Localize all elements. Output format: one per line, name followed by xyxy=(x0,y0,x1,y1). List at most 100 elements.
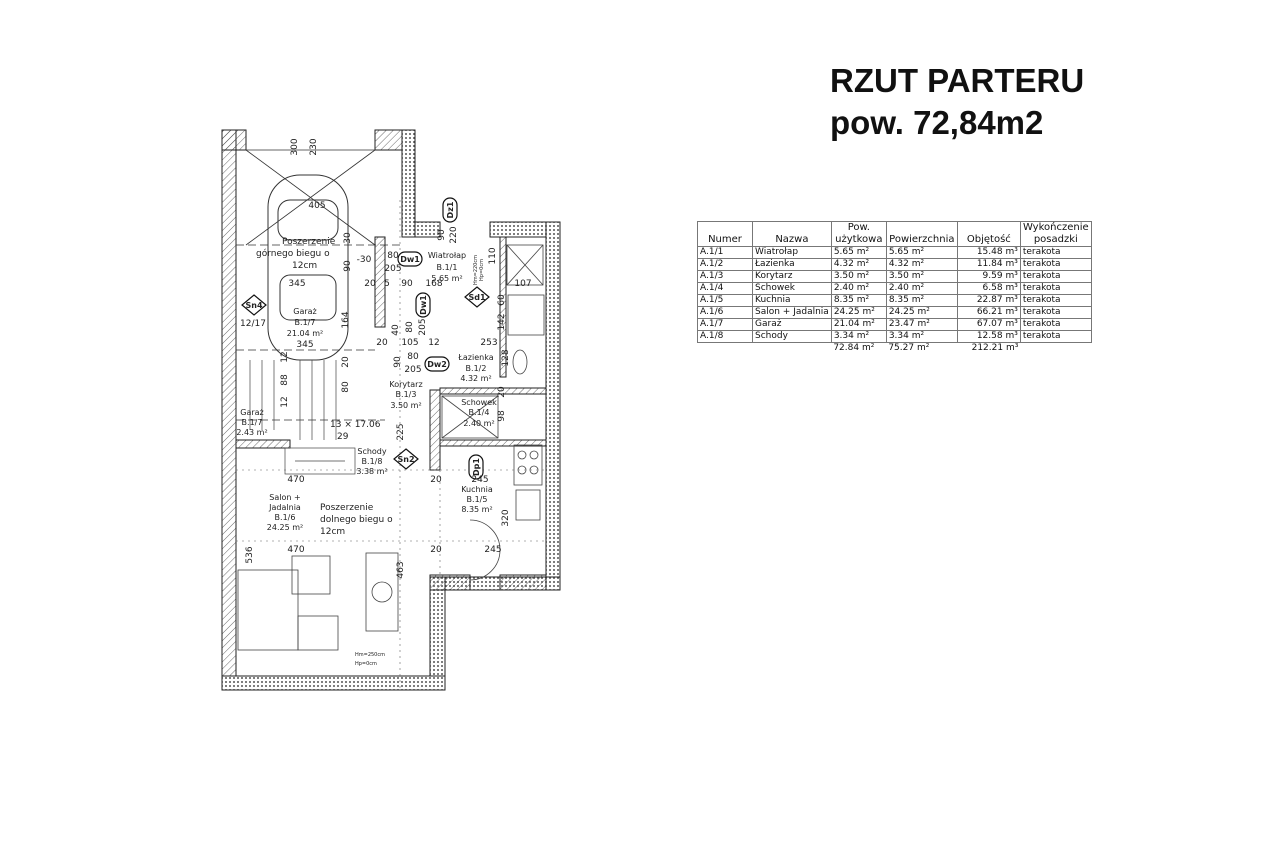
room-area: 2.43 m² xyxy=(236,428,267,437)
room-area: 4.32 m² xyxy=(460,374,491,383)
dimension-label: 300 xyxy=(290,138,300,155)
room-code: B.1/1 xyxy=(437,263,458,272)
room-code: B.1/3 xyxy=(396,390,417,399)
dimension-label: 80 xyxy=(407,352,419,362)
exterior-walls xyxy=(221,129,561,691)
dimension-label: 225 xyxy=(396,423,406,440)
note-upper-stair-2: górnego biegu o xyxy=(256,248,330,259)
dimension-label: 80 xyxy=(341,381,351,393)
dimension-label: 12 xyxy=(280,396,290,407)
room-label-schowek: Schowek B.1/4 2.40 m² xyxy=(461,398,497,428)
dimension-label: 345 xyxy=(296,340,313,350)
dimension-label: 20 xyxy=(430,475,442,485)
dimension-label: 110 xyxy=(488,247,498,264)
entry-height: Hm=220cm xyxy=(473,255,479,285)
cell-wykonczenie: terakota xyxy=(1019,330,1092,343)
dimension-label: 20 xyxy=(430,545,442,555)
dimension-label: 253 xyxy=(480,338,497,348)
header-objetosc: Objętość xyxy=(956,221,1021,247)
window-sn2-label: Sn2 xyxy=(397,455,414,464)
dimension-label: 205 xyxy=(384,264,401,274)
dimension-label: -30 xyxy=(357,255,372,265)
height-label: Hm=250cm xyxy=(355,652,385,658)
dimension-label: 12 xyxy=(280,351,290,362)
cell-nazwa: Schody xyxy=(752,330,832,343)
room-label-korytarz: Korytarz B.1/3 3.50 m² xyxy=(389,380,422,410)
room-label-lazienka: Łazienka B.1/2 4.32 m² xyxy=(457,353,493,383)
room-code: B.1/4 xyxy=(469,408,490,417)
dimension-label: 470 xyxy=(287,475,304,485)
dimension-label: 30 xyxy=(343,232,353,244)
dimension-label: 470 xyxy=(287,545,304,555)
room-code: B.1/7 xyxy=(295,318,316,327)
title-area: pow. 72,84m2 xyxy=(830,104,1044,141)
level-mark: 12/17 xyxy=(240,319,266,329)
dimension-label: 405 xyxy=(308,201,325,211)
dimension-label: 40 xyxy=(391,324,401,336)
note-upper-stair-1: Poszerzenie xyxy=(282,237,336,247)
note-lower-stair-2: dolnego biegu o xyxy=(320,515,393,525)
door-dp1-label: Dp1 xyxy=(472,458,481,476)
window-sd1-label: Sd1 xyxy=(468,293,485,302)
note-upper-stair-3: 12cm xyxy=(292,261,317,271)
annotations: Poszerzenie górnego biegu o 12cm Poszerz… xyxy=(240,237,485,667)
dimension-label: 205 xyxy=(418,318,428,335)
total-powierzchnia: 75.27 m² xyxy=(888,343,930,353)
door-dw1-label: Dw1 xyxy=(400,255,420,264)
room-name: Garaż xyxy=(293,307,317,316)
room-label-garaz-2: Garaż B.1/7 2.43 m² xyxy=(236,408,267,437)
room-label-salon: Salon + Jadalnia B.1/6 24.25 m² xyxy=(267,493,303,532)
header-pow-uzytkowa: Pow. użytkowa xyxy=(830,221,887,247)
room-code: B.1/2 xyxy=(466,364,487,373)
dimension-label: 5 xyxy=(384,279,390,289)
dimension-label: 80 xyxy=(405,321,415,333)
room-area: 2.40 m² xyxy=(463,419,494,428)
room-label-kuchnia: Kuchnia B.1/5 8.35 m² xyxy=(461,485,493,514)
dimension-label: 90 xyxy=(437,229,447,241)
grid-lines xyxy=(236,200,546,690)
stairs-steps: 13 × 17.06 xyxy=(330,420,381,430)
dimension-label: 245 xyxy=(484,545,501,555)
dimension-label: 80 xyxy=(387,251,399,261)
room-area: 8.35 m² xyxy=(461,505,492,514)
stairs-tread: 29 xyxy=(337,432,349,442)
entry-floor: Hp=0cm xyxy=(479,259,485,281)
room-area: 24.25 m² xyxy=(267,523,303,532)
table-header-row: Numer Nazwa Pow. użytkowa Powierzchnia O… xyxy=(697,221,1092,247)
room-name: Korytarz xyxy=(389,380,422,389)
room-label-garaz: Garaż B.1/7 21.04 m² xyxy=(287,307,323,338)
room-code: B.1/5 xyxy=(467,495,488,504)
dimension-label: 164 xyxy=(341,311,351,328)
dimension-label: 105 xyxy=(401,338,418,348)
room-schedule-table: Numer Nazwa Pow. użytkowa Powierzchnia O… xyxy=(697,221,1092,354)
room-area: 3.38 m² xyxy=(356,467,387,476)
dimension-label: 142 xyxy=(497,313,507,330)
header-numer: Numer xyxy=(697,221,753,247)
dimension-label: 320 xyxy=(501,509,511,526)
dimension-label: 536 xyxy=(245,546,255,563)
dimension-label: 168 xyxy=(425,279,442,289)
dimension-label: 463 xyxy=(396,561,406,578)
cell-numer: A.1/8 xyxy=(697,330,753,343)
room-name-2: Jadalnia xyxy=(268,503,301,512)
dimension-label: 20 xyxy=(376,338,388,348)
cell-powierzchnia: 3.34 m² xyxy=(885,330,958,343)
dimension-label: 220 xyxy=(449,226,459,243)
room-name: Schody xyxy=(357,447,387,456)
dimension-label: 88 xyxy=(280,374,290,386)
drawing-title: RZUT PARTERU pow. 72,84m2 xyxy=(830,60,1084,144)
door-dw2-label: Dw2 xyxy=(427,360,447,369)
room-name: Wiatrołap xyxy=(428,251,466,260)
room-area: 21.04 m² xyxy=(287,329,323,338)
cell-numer: A.1/7 xyxy=(697,318,753,331)
cell-numer: A.1/5 xyxy=(697,294,753,307)
dimension-label: 90 xyxy=(393,356,403,368)
room-code: B.1/8 xyxy=(362,457,383,466)
dimension-label: 245 xyxy=(471,475,488,485)
